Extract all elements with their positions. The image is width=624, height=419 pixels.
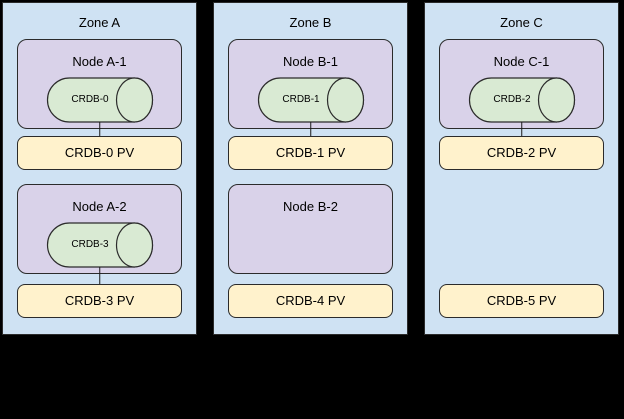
pv-box: CRDB-2 PV	[439, 136, 604, 170]
connector-line	[520, 122, 523, 137]
node-title: Node B-1	[283, 54, 338, 69]
cylinder-shape-icon	[46, 222, 153, 268]
pv-box: CRDB-3 PV	[17, 284, 182, 318]
node-box: Node B-2	[228, 184, 393, 274]
node-title: Node A-1	[72, 54, 127, 69]
node-title: Node C-1	[493, 54, 550, 69]
zone-box-b: Zone B Node B-1 CRDB-1 CRDB-1 PV Node B-…	[213, 2, 408, 335]
node-title: Node A-2	[72, 199, 127, 214]
pv-box: CRDB-5 PV	[439, 284, 604, 318]
cylinder-shape-icon	[257, 77, 364, 123]
connector-line	[98, 267, 101, 285]
pv-box: CRDB-1 PV	[228, 136, 393, 170]
zone-box-a: Zone A Node A-1 CRDB-0 CRDB-0 PV Node A-…	[2, 2, 197, 335]
node-title: Node B-2	[283, 199, 338, 214]
pv-box: CRDB-4 PV	[228, 284, 393, 318]
database-cylinder: CRDB-1	[257, 77, 364, 123]
zone-title: Zone B	[289, 15, 332, 30]
database-label: CRDB-1	[282, 94, 320, 105]
cylinder-shape-icon	[468, 77, 575, 123]
zone-title: Zone A	[78, 15, 121, 30]
zone-box-c: Zone C Node C-1 CRDB-2 CRDB-2 PV CRDB-5 …	[424, 2, 619, 335]
database-label: CRDB-2	[493, 94, 531, 105]
database-cylinder: CRDB-0	[46, 77, 153, 123]
cylinder-shape-icon	[46, 77, 153, 123]
database-cylinder: CRDB-2	[468, 77, 575, 123]
zone-title: Zone C	[500, 15, 543, 30]
connector-line	[309, 122, 312, 137]
pv-box: CRDB-0 PV	[17, 136, 182, 170]
connector-line	[98, 122, 101, 137]
database-label: CRDB-0	[71, 94, 109, 105]
database-label: CRDB-3	[71, 239, 109, 250]
database-cylinder: CRDB-3	[46, 222, 153, 268]
